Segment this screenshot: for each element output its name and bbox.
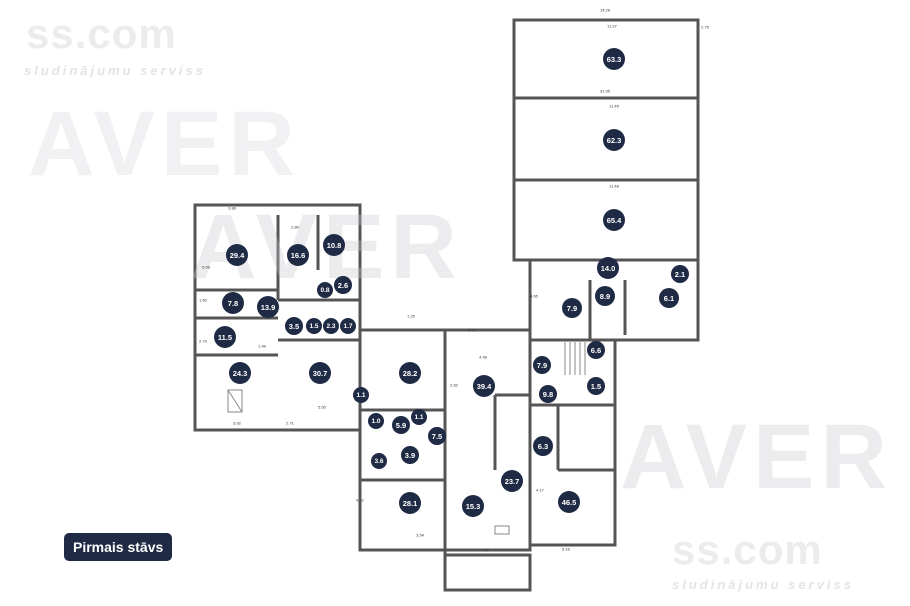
room-area-badge: 46.5 bbox=[558, 491, 580, 513]
room-area-badge: 62.3 bbox=[603, 129, 625, 151]
room-area-badge: 5.9 bbox=[392, 416, 410, 434]
dimension-label: 3.40 bbox=[481, 547, 489, 553]
room-area-badge: 8.9 bbox=[595, 286, 615, 306]
room-area-badge: 1.0 bbox=[368, 413, 384, 429]
room-area-badge: 3.9 bbox=[401, 446, 419, 464]
room-area-badge: 16.6 bbox=[287, 244, 309, 266]
room-area-badge: 7.9 bbox=[562, 298, 582, 318]
dimension-label: 3.92 bbox=[233, 420, 241, 426]
room-area-badge: 28.1 bbox=[399, 492, 421, 514]
room-area-badge: 23.7 bbox=[501, 470, 523, 492]
room-area-badge: 63.3 bbox=[603, 48, 625, 70]
room-area-badge: 6.6 bbox=[587, 341, 605, 359]
room-area-badge: 1.5 bbox=[306, 318, 322, 334]
room-area-badge: 65.4 bbox=[603, 209, 625, 231]
dimension-label: 2.71 bbox=[286, 420, 294, 426]
room-area-badge: 1.5 bbox=[587, 377, 605, 395]
dimension-label: 8.51 bbox=[468, 327, 476, 333]
dimension-label: 1.25 bbox=[407, 313, 415, 319]
dimension-label: 5.08 bbox=[202, 264, 210, 270]
room-area-badge: 6.3 bbox=[533, 436, 553, 456]
room-area-badge: 15.3 bbox=[462, 495, 484, 517]
room-area-badge: 11.5 bbox=[214, 326, 236, 348]
room-area-badge: 30.7 bbox=[309, 362, 331, 384]
dimension-label: 1.49 bbox=[258, 343, 266, 349]
room-area-badge: 2.6 bbox=[334, 276, 352, 294]
room-area-badge: 6.1 bbox=[659, 288, 679, 308]
dimension-label: 4.60 bbox=[291, 260, 299, 266]
dimension-label: 11.45 bbox=[609, 103, 619, 109]
room-area-badge: 10.8 bbox=[323, 234, 345, 256]
room-area-badge: 29.4 bbox=[226, 244, 248, 266]
room-area-badge: 3.5 bbox=[285, 317, 303, 335]
room-area-badge: 2.1 bbox=[671, 265, 689, 283]
room-area-badge: 2.3 bbox=[323, 318, 339, 334]
room-area-badge: 9.8 bbox=[539, 385, 557, 403]
room-area-badge: 7.9 bbox=[533, 356, 551, 374]
dimension-label: 3.89 bbox=[228, 205, 236, 211]
dimension-label: 4.17 bbox=[536, 487, 544, 493]
dimension-label: 31.95 bbox=[599, 88, 611, 94]
room-area-badge: 7.5 bbox=[428, 427, 446, 445]
wall-right-lower bbox=[528, 338, 617, 547]
dimension-label: 3.54 bbox=[416, 532, 424, 538]
dimension-label: 2.62 bbox=[450, 382, 458, 388]
room-area-badge: 1.7 bbox=[340, 318, 356, 334]
room-area-badge: 39.4 bbox=[473, 375, 495, 397]
room-area-badge: 0.8 bbox=[317, 282, 333, 298]
dimension-label: 11.97 bbox=[607, 23, 617, 29]
wall-entrance bbox=[443, 553, 532, 592]
room-area-badge: 3.6 bbox=[371, 453, 387, 469]
room-area-badge: 14.0 bbox=[597, 257, 619, 279]
dimension-label: 5.50 bbox=[318, 404, 326, 410]
dimension-label: 14.26 bbox=[599, 7, 611, 13]
dimension-label: 5.16 bbox=[562, 546, 570, 552]
room-area-badge: 13.9 bbox=[257, 296, 279, 318]
dimension-label: 2.75 bbox=[701, 24, 709, 30]
dimension-label: 2.80 bbox=[291, 224, 299, 230]
room-area-badge: 1.1 bbox=[353, 387, 369, 403]
room-area-badge: 7.8 bbox=[222, 292, 244, 314]
room-area-badge: 28.2 bbox=[399, 362, 421, 384]
floor-label: Pirmais stāvs bbox=[64, 533, 173, 561]
room-area-badge: 1.1 bbox=[411, 409, 427, 425]
dimension-label: 1.60 bbox=[199, 297, 207, 303]
dimension-label: 9.92 bbox=[356, 497, 364, 503]
dimension-label: 4.65 bbox=[530, 293, 538, 299]
dimension-label: 2.70 bbox=[199, 338, 207, 344]
stairs bbox=[564, 342, 586, 375]
room-area-badge: 24.3 bbox=[229, 362, 251, 384]
dimension-label: 4.48 bbox=[479, 354, 487, 360]
dimension-label: 11.48 bbox=[609, 183, 619, 189]
